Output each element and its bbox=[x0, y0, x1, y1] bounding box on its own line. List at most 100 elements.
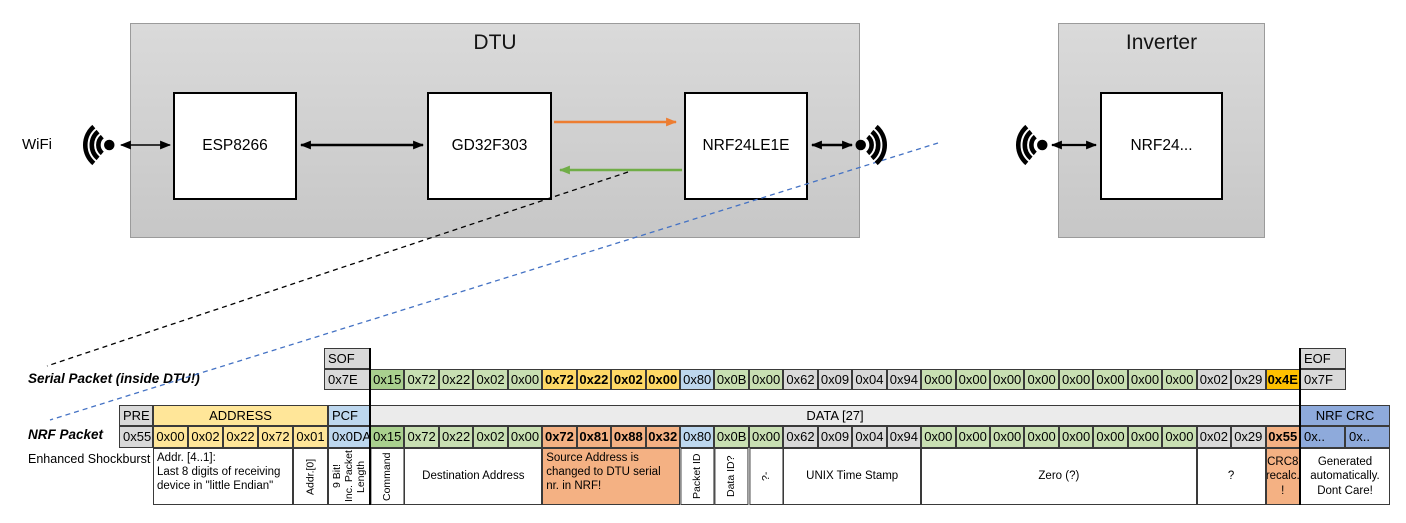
address-byte-cell: 0x22 bbox=[223, 426, 258, 448]
nrf-byte-cell: 0x02 bbox=[1196, 426, 1232, 448]
serial-byte-cell: 0x72 bbox=[542, 369, 577, 390]
serial-byte-cell: 0x22 bbox=[438, 369, 474, 390]
nrf-byte-cell: 0x32 bbox=[645, 426, 680, 448]
enhanced-shockburst-label: Enhanced Shockburst bbox=[28, 452, 151, 466]
serial-byte-cell: 0x00 bbox=[955, 369, 990, 390]
field-annotation: ?- bbox=[748, 448, 784, 505]
nrf-byte-cell: 0x04 bbox=[852, 426, 887, 448]
nrf-byte-cell: 0x00 bbox=[748, 426, 784, 448]
nrf-byte-cell: 0x72 bbox=[542, 426, 577, 448]
serial-byte-cell: 0x02 bbox=[1196, 369, 1232, 390]
address-byte-cell: 0x01 bbox=[293, 426, 328, 448]
nrf-byte-cell: 0x00 bbox=[1058, 426, 1094, 448]
nrf-byte-cell: 0x0B bbox=[714, 426, 749, 448]
nrf-byte-cell: 0x02 bbox=[473, 426, 508, 448]
address-header: ADDRESS bbox=[153, 405, 328, 426]
nrf-packet-label: NRF Packet bbox=[28, 427, 104, 442]
serial-byte-cell: 0x00 bbox=[989, 369, 1025, 390]
nrf-byte-cell: 0x88 bbox=[611, 426, 646, 448]
serial-byte-cell: 0x62 bbox=[783, 369, 818, 390]
field-annotation: Command bbox=[370, 448, 405, 505]
field-annotation: Data ID? bbox=[714, 448, 749, 505]
component-nrf24-inverter: NRF24... bbox=[1100, 92, 1223, 200]
nrf-byte-cell: 0x00 bbox=[989, 426, 1025, 448]
nrf-byte-cell: 0x00 bbox=[921, 426, 956, 448]
pcf-byte: 0x0DA bbox=[328, 426, 370, 448]
crc-byte-cell: 0x.. bbox=[1300, 426, 1345, 448]
sof-byte: 0x7E bbox=[324, 369, 370, 390]
component-label: ESP8266 bbox=[202, 137, 268, 154]
eof-header: EOF bbox=[1300, 348, 1346, 369]
wifi-label: WiFi bbox=[22, 136, 52, 153]
field-annotation: Packet ID bbox=[679, 448, 715, 505]
nrf-byte-cell: 0x09 bbox=[817, 426, 853, 448]
pre-byte: 0x55 bbox=[119, 426, 153, 448]
field-annotation: CRC8 recalc. ! bbox=[1265, 448, 1300, 505]
wifi-antenna-icon bbox=[1016, 124, 1048, 166]
field-annotation: Addr. [4..1]: Last 8 digits of receiving… bbox=[153, 448, 293, 505]
serial-byte-cell: 0x00 bbox=[921, 369, 956, 390]
component-nrf24le1e: NRF24LE1E bbox=[684, 92, 808, 200]
wifi-antenna-icon bbox=[83, 124, 115, 166]
serial-byte-cell: 0x15 bbox=[370, 369, 405, 390]
serial-byte-cell: 0x4E bbox=[1265, 369, 1300, 390]
serial-byte-cell: 0x00 bbox=[1058, 369, 1094, 390]
nrf-byte-cell: 0x00 bbox=[507, 426, 543, 448]
serial-byte-cell: 0x72 bbox=[404, 369, 439, 390]
component-label: NRF24... bbox=[1130, 137, 1193, 154]
field-annotation: Generated automatically. Dont Care! bbox=[1300, 448, 1390, 505]
data-header: DATA [27] bbox=[370, 405, 1300, 426]
field-annotation: ? bbox=[1196, 448, 1266, 505]
component-label: NRF24LE1E bbox=[702, 137, 790, 154]
nrf-crc-header: NRF CRC bbox=[1300, 405, 1390, 426]
nrf-byte-cell: 0x80 bbox=[679, 426, 715, 448]
nrf-byte-cell: 0x29 bbox=[1231, 426, 1266, 448]
serial-byte-cell: 0x00 bbox=[507, 369, 543, 390]
pcf-header: PCF bbox=[328, 405, 370, 426]
nrf-byte-cell: 0x94 bbox=[886, 426, 922, 448]
serial-packet-label: Serial Packet (inside DTU!) bbox=[28, 371, 200, 386]
dtu-title: DTU bbox=[473, 31, 517, 54]
nrf-byte-cell: 0x00 bbox=[1162, 426, 1197, 448]
field-annotation: Source Address is changed to DTU serial … bbox=[542, 448, 680, 505]
nrf-byte-cell: 0x81 bbox=[576, 426, 612, 448]
serial-byte-cell: 0x00 bbox=[645, 369, 680, 390]
data-end-separator bbox=[1298, 348, 1302, 505]
wifi-antenna-icon bbox=[855, 124, 887, 166]
data-start-separator bbox=[368, 348, 371, 505]
component-label: GD32F303 bbox=[451, 137, 528, 154]
nrf-byte-cell: 0x00 bbox=[1127, 426, 1163, 448]
field-annotation: Zero (?) bbox=[921, 448, 1197, 505]
serial-byte-cell: 0x22 bbox=[576, 369, 612, 390]
serial-byte-cell: 0x0B bbox=[714, 369, 749, 390]
nrf-byte-cell: 0x00 bbox=[955, 426, 990, 448]
field-annotation: UNIX Time Stamp bbox=[783, 448, 922, 505]
crc-byte-cell: 0x.. bbox=[1345, 426, 1390, 448]
serial-byte-cell: 0x00 bbox=[1093, 369, 1128, 390]
serial-byte-cell: 0x80 bbox=[679, 369, 715, 390]
serial-byte-cell: 0x02 bbox=[473, 369, 508, 390]
eof-byte: 0x7F bbox=[1300, 369, 1346, 390]
nrf-byte-cell: 0x15 bbox=[370, 426, 405, 448]
component-esp8266: ESP8266 bbox=[173, 92, 297, 200]
serial-byte-cell: 0x29 bbox=[1231, 369, 1266, 390]
nrf-byte-cell: 0x22 bbox=[438, 426, 474, 448]
nrf-byte-cell: 0x62 bbox=[783, 426, 818, 448]
field-annotation: 9 Bit! Inc. Packet Length bbox=[328, 448, 370, 505]
serial-byte-cell: 0x09 bbox=[817, 369, 853, 390]
field-annotation: Destination Address bbox=[404, 448, 543, 505]
serial-byte-cell: 0x00 bbox=[1162, 369, 1197, 390]
serial-byte-cell: 0x94 bbox=[886, 369, 922, 390]
address-byte-cell: 0x00 bbox=[153, 426, 188, 448]
component-gd32f303: GD32F303 bbox=[427, 92, 552, 200]
nrf-byte-cell: 0x72 bbox=[404, 426, 439, 448]
nrf-byte-cell: 0x00 bbox=[1093, 426, 1128, 448]
serial-byte-cell: 0x02 bbox=[611, 369, 646, 390]
nrf-byte-cell: 0x00 bbox=[1024, 426, 1059, 448]
sof-header: SOF bbox=[324, 348, 370, 369]
field-annotation: Addr.[0] bbox=[293, 448, 328, 505]
address-byte-cell: 0x72 bbox=[258, 426, 293, 448]
serial-byte-cell: 0x00 bbox=[748, 369, 784, 390]
pre-header: PRE bbox=[119, 405, 153, 426]
